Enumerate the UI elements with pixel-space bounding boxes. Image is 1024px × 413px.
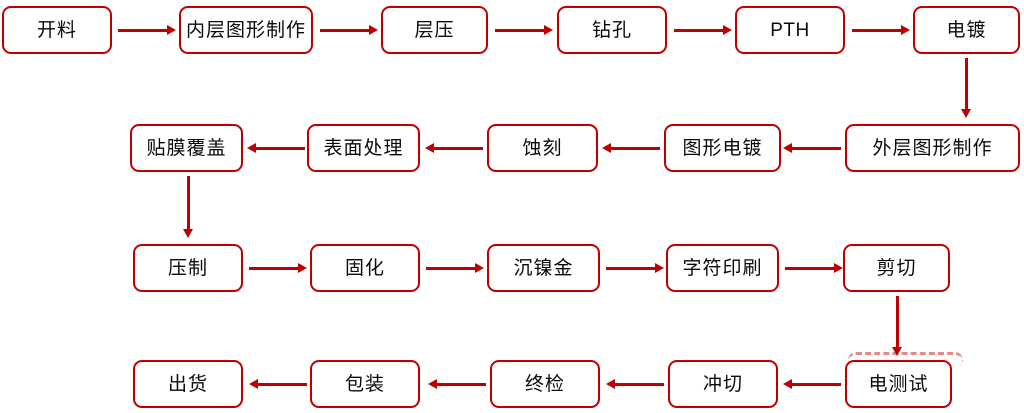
flow-node-tiemo-fugai[interactable]: 贴膜覆盖 [130, 124, 243, 172]
arrow-zifu-yinshua-to-jianqie [785, 258, 843, 278]
flow-node-chuhuo[interactable]: 出货 [133, 360, 243, 408]
arrow-zhongjian-to-baozhuang [428, 374, 486, 394]
arrow-guhua-to-chennijin [426, 258, 484, 278]
arrow-chongqie-to-zhongjian [606, 374, 664, 394]
flow-node-neiceng-tuxing-zhizuo[interactable]: 内层图形制作 [179, 6, 313, 54]
arrow-cengya-to-zuankong [495, 20, 553, 40]
flow-node-zhongjian[interactable]: 终检 [490, 360, 600, 408]
arrow-pth-to-dianduo [852, 20, 910, 40]
flow-node-chennijin[interactable]: 沉镍金 [487, 244, 600, 292]
arrow-zuankong-to-pth [674, 20, 732, 40]
flow-node-dianceshi[interactable]: 电测试 [845, 360, 952, 408]
flow-node-kailiao[interactable]: 开料 [2, 6, 112, 54]
flow-node-shike[interactable]: 蚀刻 [487, 124, 598, 172]
arrow-waiceng-to-tuxing-diandu [783, 138, 841, 158]
arrow-biaomian-chuli-to-tiemo [247, 138, 305, 158]
flow-node-pth[interactable]: PTH [735, 6, 845, 54]
flow-node-waiceng-tuxing-zhizuo[interactable]: 外层图形制作 [845, 124, 1020, 172]
arrow-yazhi-to-guhua [249, 258, 307, 278]
flow-node-cengya[interactable]: 层压 [381, 6, 488, 54]
flow-node-baozhuang[interactable]: 包装 [310, 360, 420, 408]
flow-node-zuankong[interactable]: 钻孔 [557, 6, 667, 54]
arrow-kailiao-to-neiceng [118, 20, 176, 40]
arrow-neiceng-to-cengya [320, 20, 378, 40]
arrow-diandu-to-waiceng [956, 58, 976, 118]
flow-node-zifu-yinshua[interactable]: 字符印刷 [666, 244, 779, 292]
arrow-dianceshi-to-chongqie [783, 374, 841, 394]
arrow-jianqie-to-dianceshi [887, 296, 907, 356]
arrow-tiemo-to-yazhi [178, 176, 198, 238]
flow-node-yazhi[interactable]: 压制 [133, 244, 243, 292]
arrow-chennijin-to-zifu-yinshua [606, 258, 664, 278]
flow-node-tuxing-diandu[interactable]: 图形电镀 [664, 124, 781, 172]
flow-node-jianqie[interactable]: 剪切 [843, 244, 950, 292]
flow-node-chongqie[interactable]: 冲切 [668, 360, 778, 408]
flow-node-diandu[interactable]: 电镀 [913, 6, 1020, 54]
arrow-baozhuang-to-chuhuo [249, 374, 307, 394]
flow-node-biaomian-chuli[interactable]: 表面处理 [307, 124, 420, 172]
arrow-tuxing-diandu-to-shike [602, 138, 660, 158]
flow-node-guhua[interactable]: 固化 [310, 244, 420, 292]
arrow-shike-to-biaomian-chuli [425, 138, 483, 158]
